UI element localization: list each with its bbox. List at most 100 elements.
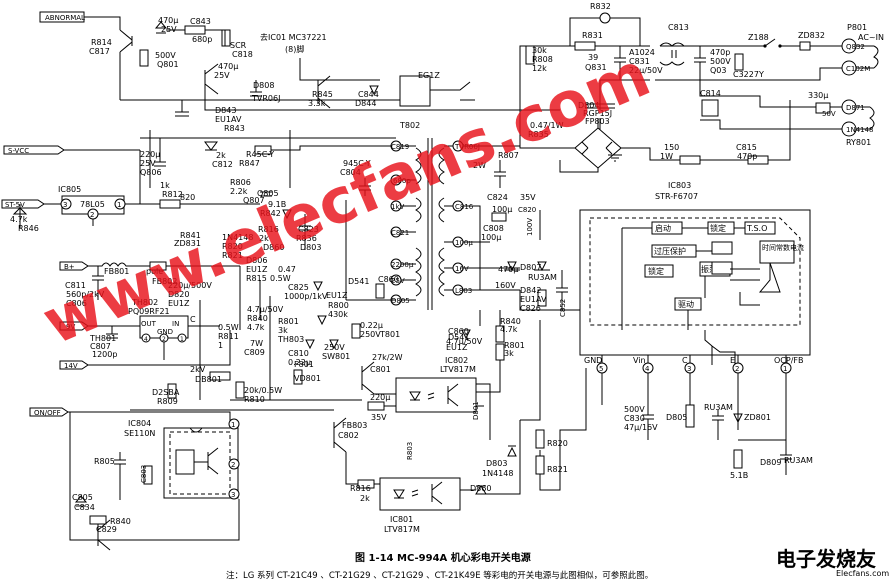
component-label: 820 [180, 193, 195, 202]
component-label: R800 [328, 301, 349, 310]
component-label: Q831 [585, 63, 607, 72]
component-label: 2k [259, 234, 269, 243]
component-label: Q807 [243, 196, 265, 205]
component-label: 500V [624, 405, 645, 414]
ic804-pin1: 1 [231, 421, 235, 429]
component-label: R821 [222, 251, 243, 260]
component-label: R845 [312, 90, 333, 99]
component-label: 1N4148 [482, 469, 513, 478]
component-label: C813 [668, 23, 689, 32]
onoff-section: ON/OFF IC804 SE110N 1 2 3 R805 C803 C805… [29, 407, 240, 551]
component-label: C831 [629, 57, 650, 66]
component-label: D871 [846, 104, 865, 112]
component-label: 470μ [158, 16, 178, 25]
component-label: SCR [230, 41, 247, 50]
component-label: C817 [89, 47, 110, 56]
ic804-pin2: 2 [231, 461, 235, 469]
component-label: C818 [232, 50, 253, 59]
ic803-part: STR-F6707 [655, 192, 698, 201]
component-label: C814 [700, 89, 721, 98]
component-label: 2.2k [230, 187, 248, 196]
component-label: 7W [250, 339, 263, 348]
component-label: R846 [18, 224, 39, 233]
abnormal-port: ABNORMAL [45, 14, 85, 22]
component-label: D809 [760, 458, 781, 467]
component-label: 0.5W [270, 274, 291, 283]
component-label: D807 [520, 263, 541, 272]
ic805-part: 78L05 [80, 200, 105, 209]
component-label: R809 [157, 397, 178, 406]
ic803-section: IC803 STR-F6707 启动 锁定 T.S.O 过压保护 振荡器 时间常… [579, 181, 813, 480]
component-label: 2k [216, 151, 226, 160]
component-label: 0.22μ [288, 358, 311, 367]
component-label: ZD831 [174, 239, 201, 248]
component-label: D860 [263, 243, 284, 252]
ic803-block-drive-label: 驱动 [678, 299, 694, 309]
ic803-block-lock-label: 锁定 [648, 266, 664, 276]
component-label: RU3AM [784, 456, 813, 465]
component-label: 470μ [218, 62, 238, 71]
component-label: R821 [547, 465, 568, 474]
component-label: R816 [350, 484, 371, 493]
ic803-block-ovp-label: 过压保护 [654, 246, 686, 256]
t802-transformer: T802 C819 680p 1kV C821 2200μ 25V D805 T… [390, 121, 580, 317]
component-label: D805 [391, 297, 410, 305]
component-label: R45C-Y [246, 150, 274, 159]
component-label: EU1Z [168, 299, 190, 308]
component-label: C821 [391, 229, 409, 237]
component-label: RGP15J [583, 109, 612, 118]
component-label: 0.47 [278, 265, 296, 274]
component-label: R843 [224, 124, 245, 133]
component-label: 35V [520, 193, 536, 202]
component-label: C860 [378, 275, 399, 284]
component-label: DB801 [195, 375, 222, 384]
ic806-pin4: 4 [144, 336, 148, 343]
component-label: SW801 [322, 352, 350, 361]
ic802-ref: IC802 [445, 356, 468, 365]
component-label: C102M [846, 65, 870, 73]
ac-in-label: AC~IN [858, 33, 884, 42]
ic803-pin1: 1 [783, 365, 787, 373]
component-label: VD801 [294, 374, 321, 383]
ic803-block-latch-label: 锁定 [710, 223, 726, 233]
ic803-pin-c: C [682, 356, 688, 365]
component-label: 220μ/500V [168, 281, 212, 290]
component-label: RY801 [846, 138, 871, 147]
component-label: D804 [578, 101, 599, 110]
component-label: C803 [140, 465, 148, 483]
component-label: D842 [520, 286, 541, 295]
component-label: ZD801 [744, 413, 771, 422]
component-label: R807 [498, 151, 519, 160]
component-label: R803 [406, 442, 414, 460]
p801-label: P801 [847, 23, 867, 32]
ic806-section: TH802 PQ09RF21 OUT GND IN C 4 2 1 9V TH8… [59, 298, 231, 370]
component-label: D541 [448, 333, 469, 342]
component-label: R814 [91, 38, 112, 47]
component-label: Q03 [710, 66, 726, 75]
component-label: C829 [96, 525, 117, 534]
corner-logo: 电子发烧友 [776, 547, 876, 571]
component-label: D843 [215, 106, 236, 115]
ic806-part: PQ09RF21 [128, 307, 170, 316]
component-label: R841 [180, 231, 201, 240]
component-label: EG1Z [418, 71, 440, 80]
component-label: Q801 [157, 60, 179, 69]
component-label: 1N4148 [846, 126, 874, 134]
component-label: L803 [455, 287, 472, 295]
ic806-in: IN [172, 320, 179, 328]
component-label: 39 [588, 53, 598, 62]
component-label: 12k [532, 64, 547, 73]
ic806-gnd: GND [157, 328, 173, 336]
component-label: TVR06J [454, 143, 480, 151]
component-label: C843 [190, 17, 211, 26]
ic803-pin2: 2 [735, 365, 739, 373]
ic801-part: LTV817M [384, 525, 420, 534]
ic804-ref: IC804 [128, 419, 151, 428]
component-label: R842 [260, 209, 281, 218]
component-label: D806 [246, 256, 267, 265]
component-label: C806 [66, 299, 87, 308]
component-label: C844 [358, 90, 379, 99]
ic806-c: C [190, 315, 196, 324]
